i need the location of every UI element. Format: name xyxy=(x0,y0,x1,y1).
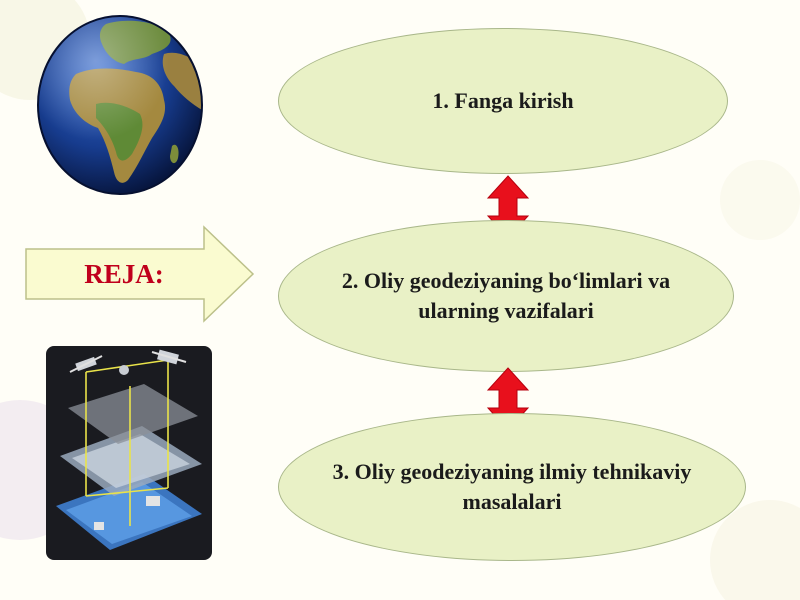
plan-item-1-text: 1. Fanga kirish xyxy=(432,88,574,113)
plan-item-2: 2. Oliy geodeziyaning bo‘limlari va ular… xyxy=(278,220,734,372)
plan-item-2-text: 2. Oliy geodeziyaning bo‘limlari va ular… xyxy=(341,268,671,323)
plan-item-3-text: 3. Oliy geodeziyaning ilmiy tehnikaviy m… xyxy=(332,459,692,514)
plan-item-3: 3. Oliy geodeziyaning ilmiy tehnikaviy m… xyxy=(278,413,746,561)
satellite-gis-layers-icon xyxy=(46,346,212,560)
reja-block-arrow xyxy=(25,225,255,323)
reja-label: REJA: xyxy=(84,258,164,289)
plan-item-1: 1. Fanga kirish xyxy=(278,28,728,174)
globe-icon xyxy=(37,15,203,195)
